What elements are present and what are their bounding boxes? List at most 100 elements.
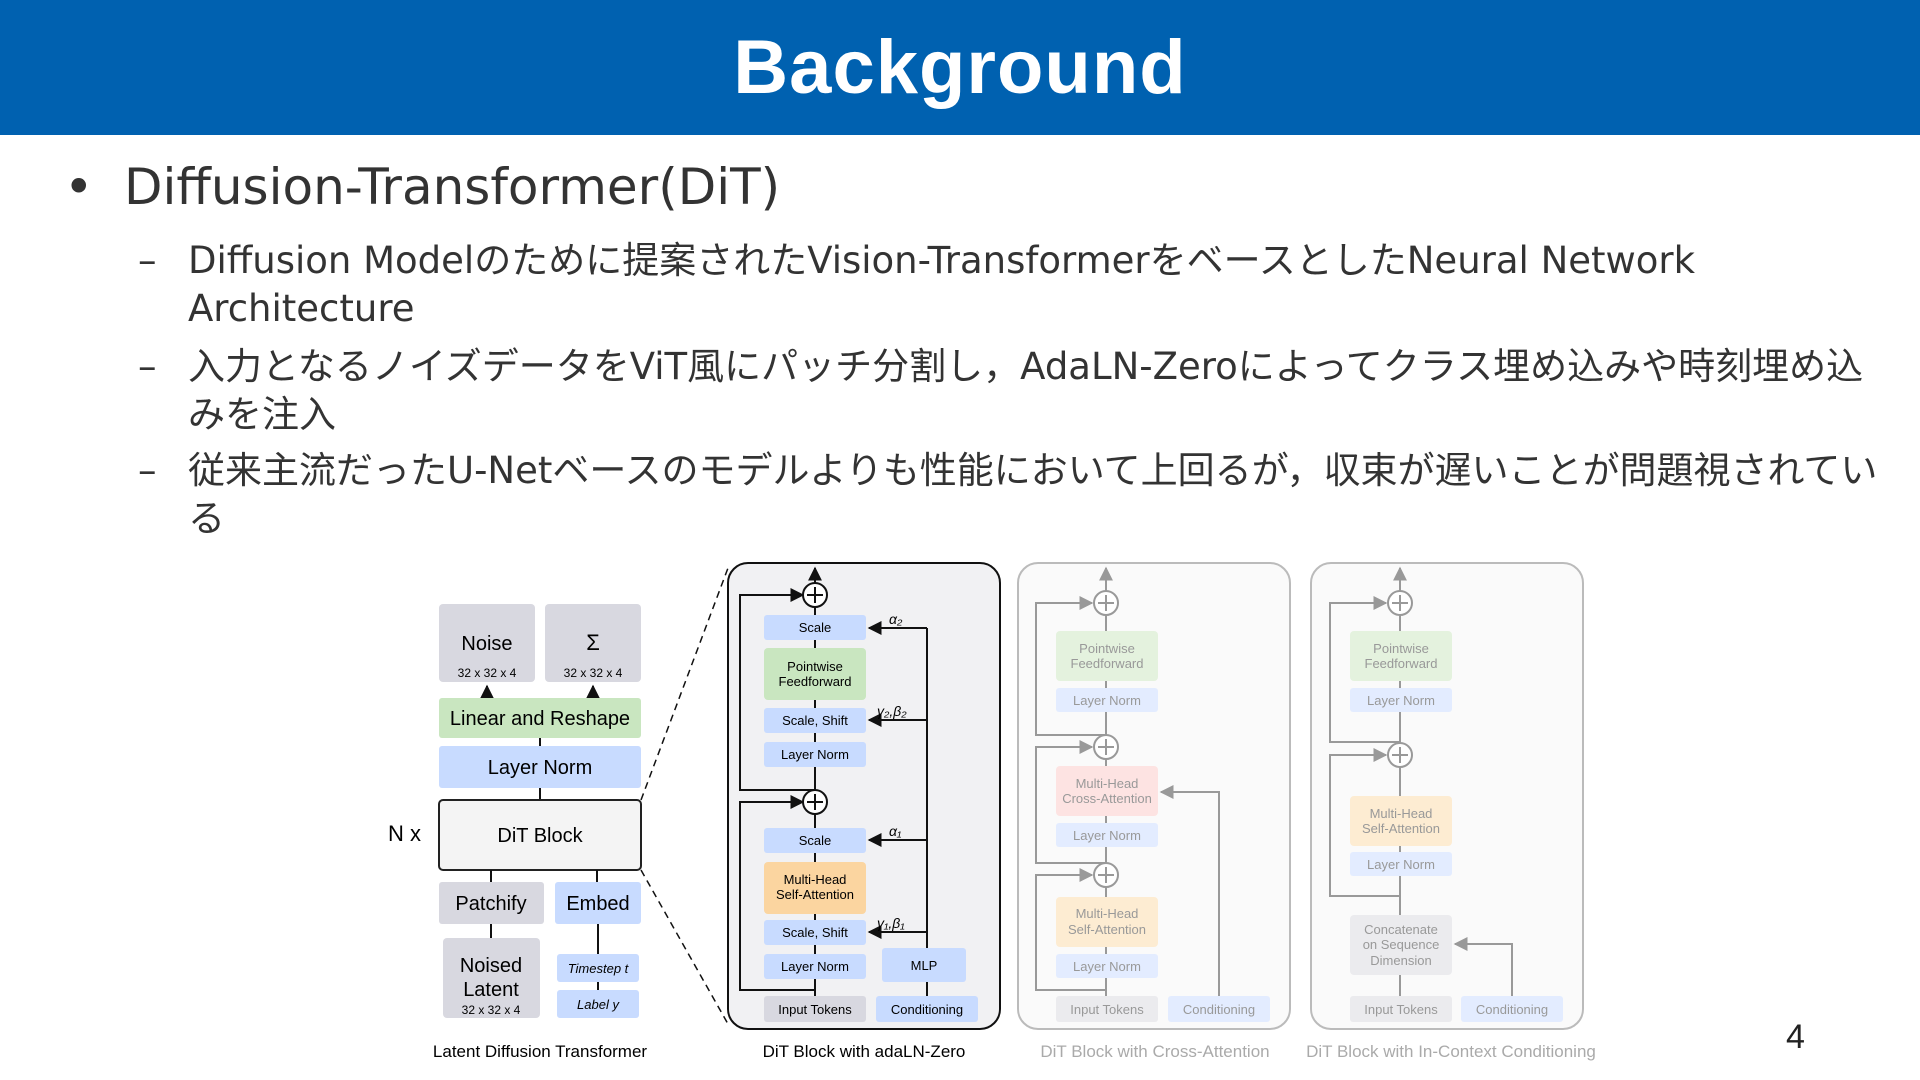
scale-shift-bottom-box [764, 920, 866, 945]
embed-label: Embed [566, 893, 629, 915]
incontext-ff-label-2: Feedforward [1365, 656, 1438, 671]
plus-glyph [807, 794, 823, 810]
scale-bottom-label: Scale [799, 833, 832, 848]
dit-architecture-figure: Noise 32 x 32 x 4 Σ 32 x 32 x 4 Linear a… [388, 562, 1596, 1061]
noise-dim: 32 x 32 x 4 [458, 666, 517, 680]
alpha2-label: α₂ [889, 611, 903, 627]
cross-ln3-box [1056, 954, 1158, 978]
ldt-layer-norm-label: Layer Norm [488, 757, 592, 779]
residual-connection [1035, 868, 1106, 991]
noised-latent-box [443, 938, 540, 1018]
cross-mhsa-label-2: Self-Attention [1068, 922, 1146, 937]
main-bullet-text: Diffusion-Transformer(DiT) [124, 158, 781, 216]
scale-top-label: Scale [799, 620, 832, 635]
patchify-box [439, 882, 544, 924]
input-tokens-box [764, 996, 866, 1022]
sub-bullet-text: 従来主流だったU-Netベースのモデルよりも性能において上回るが，収束が遅いこと… [188, 449, 1878, 540]
plus-glyph [1392, 747, 1408, 763]
incontext-mhsa-label-1: Multi-Head [1370, 806, 1433, 821]
ff-box [764, 648, 866, 700]
residual-connection [1035, 596, 1106, 736]
incontext-ff-box [1350, 631, 1452, 681]
title-bar: Background [0, 0, 1920, 135]
noised-latent-label-2: Latent [463, 979, 519, 1001]
sub-bullet-text: 入力となるノイズデータをViT風にパッチ分割し，AdaLN-Zeroによってクラ… [188, 345, 1864, 436]
incontext-ln2-label: Layer Norm [1367, 857, 1435, 872]
sub-bullet-marker: – [138, 449, 157, 492]
label-box [557, 990, 639, 1018]
gamma2-beta2-label: γ₂,β₂ [877, 703, 907, 719]
cross-attention-block-diagram: Pointwise Feedforward Layer Norm Multi-H… [1017, 562, 1291, 1061]
cross-mhsa-label-1: Multi-Head [1076, 906, 1139, 921]
condition-line [1159, 785, 1220, 996]
mhsa-box [764, 862, 866, 914]
cross-ln1-label: Layer Norm [1073, 693, 1141, 708]
linear-reshape-box [439, 698, 641, 738]
incontext-conditioning-box [1461, 996, 1563, 1022]
zoom-line [640, 567, 729, 801]
cross-ln1-box [1056, 688, 1158, 712]
sigma-dim: 32 x 32 x 4 [564, 666, 623, 680]
page-number: 4 [1786, 1018, 1805, 1056]
gamma1-beta1-label: γ₁,β₁ [877, 915, 905, 931]
scale-shift-bottom-label: Scale, Shift [782, 925, 848, 940]
residual-connection [739, 588, 815, 791]
patchify-label: Patchify [455, 893, 526, 915]
cross-conditioning-label: Conditioning [1183, 1002, 1255, 1017]
scale-top-box [764, 615, 866, 640]
ldt-caption: Latent Diffusion Transformer [433, 1042, 648, 1061]
plus-glyph [1392, 595, 1408, 611]
dit-block-box [438, 799, 642, 871]
slide-title: Background [733, 25, 1187, 110]
ff-label-2: Feedforward [779, 674, 852, 689]
conditioning-label: Conditioning [891, 1002, 963, 1017]
mlp-box [882, 948, 966, 982]
cross-conditioning-box [1168, 996, 1270, 1022]
incontext-ln1-label: Layer Norm [1367, 693, 1435, 708]
mhca-label-1: Multi-Head [1076, 776, 1139, 791]
sub-bullet-marker: – [138, 239, 157, 282]
incontext-ff-label-1: Pointwise [1373, 641, 1429, 656]
cross-ff-label-1: Pointwise [1079, 641, 1135, 656]
timestep-label: Timestep t [568, 961, 630, 976]
concat-label-1: Concatenate [1364, 922, 1438, 937]
cross-ln2-label: Layer Norm [1073, 828, 1141, 843]
adaln-caption: DiT Block with adaLN-Zero [763, 1042, 966, 1061]
label-y-label: Label y [577, 997, 620, 1012]
main-bullet: • Diffusion-Transformer(DiT) [64, 158, 780, 216]
scale-bottom-box [764, 828, 866, 853]
incontext-input-tokens-label: Input Tokens [1364, 1002, 1438, 1017]
bullet-marker: • [64, 158, 94, 216]
incontext-ln1-box [1350, 688, 1452, 712]
n-x-label: N x [388, 821, 421, 846]
plus-glyph [1098, 867, 1114, 883]
incontext-mhsa-box [1350, 796, 1452, 846]
residual-connection [739, 795, 815, 991]
residual-connection [1329, 596, 1400, 743]
ldt-layer-norm-box [439, 746, 641, 788]
noise-box [439, 604, 535, 682]
sub-bullet-marker: – [138, 345, 157, 388]
scale-shift-top-box [764, 708, 866, 733]
zoom-line [640, 869, 729, 1025]
conditioning-box [876, 996, 978, 1022]
mlp-label: MLP [911, 958, 938, 973]
cross-ff-label-2: Feedforward [1071, 656, 1144, 671]
in-context-block-diagram: Pointwise Feedforward Layer Norm Multi-H… [1306, 562, 1596, 1061]
plus-glyph [807, 587, 823, 603]
layer-norm-top-label: Layer Norm [781, 747, 849, 762]
incontext-caption: DiT Block with In-Context Conditioning [1306, 1042, 1596, 1061]
layer-norm-top-box [764, 742, 866, 767]
cross-caption: DiT Block with Cross-Attention [1040, 1042, 1269, 1061]
mhsa-label-1: Multi-Head [784, 872, 847, 887]
plus-glyph [1098, 595, 1114, 611]
noised-latent-dim: 32 x 32 x 4 [462, 1003, 521, 1017]
cross-input-tokens-box [1056, 996, 1158, 1022]
residual-connection [1035, 740, 1106, 864]
layer-norm-bottom-box [764, 954, 866, 979]
cross-ln2-box [1056, 823, 1158, 847]
mhca-label-2: Cross-Attention [1062, 791, 1152, 806]
concat-label-3: Dimension [1370, 953, 1431, 968]
mhsa-label-2: Self-Attention [776, 887, 854, 902]
noised-latent-label-1: Noised [460, 955, 522, 977]
